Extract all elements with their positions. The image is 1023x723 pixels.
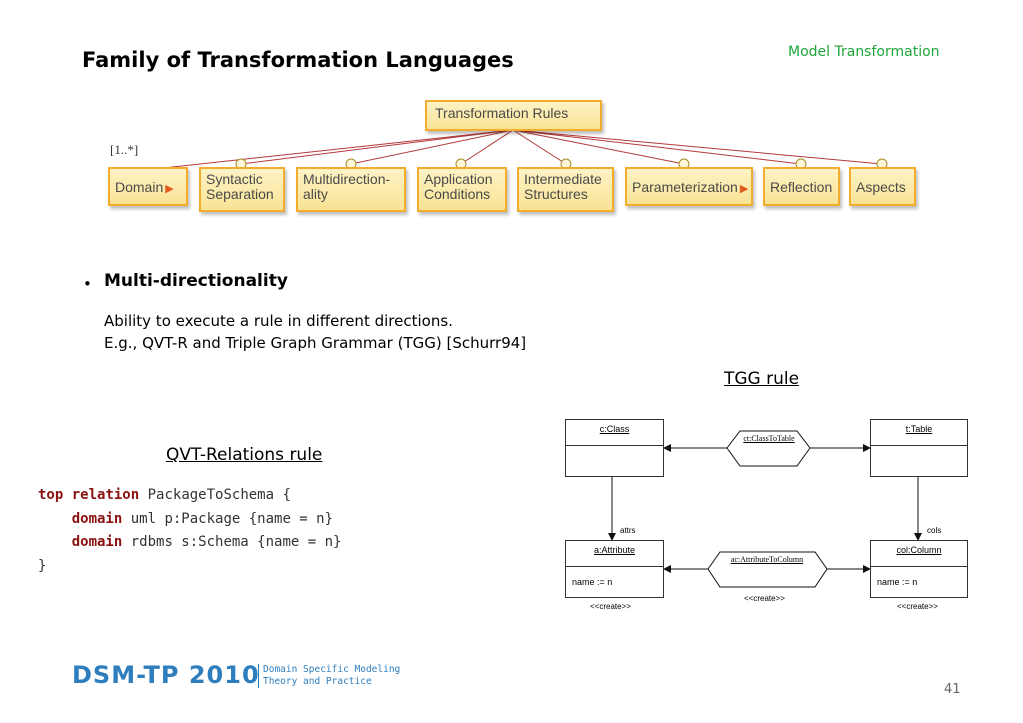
node-title: c:Class bbox=[566, 420, 663, 446]
expand-arrow-icon: ▶ bbox=[739, 183, 749, 195]
feature-aspects: Aspects bbox=[849, 167, 916, 206]
connector-reflection bbox=[512, 129, 802, 165]
feature-root: Transformation Rules bbox=[425, 100, 602, 131]
feature-label: Syntactic bbox=[206, 171, 263, 187]
node-title: col:Column bbox=[871, 541, 967, 567]
corr-node-top bbox=[726, 430, 811, 467]
logo-subtitle-line: Domain Specific Modeling bbox=[263, 664, 401, 675]
feature-label: Parameterization bbox=[632, 179, 738, 195]
code-text: uml p:Package {name = n} bbox=[122, 510, 334, 527]
bullet-title: Multi-directionality bbox=[104, 271, 288, 291]
create-stereotype: <<create>> bbox=[897, 602, 938, 611]
corr-bottom-label: ac:AttributeToColumn bbox=[730, 555, 804, 564]
feature-label: Intermediate bbox=[524, 171, 602, 187]
node-body: name := n bbox=[572, 577, 613, 587]
node-title: a:Attribute bbox=[566, 541, 663, 567]
qvt-code-block: top relation PackageToSchema { domain um… bbox=[38, 484, 341, 578]
code-text: } bbox=[38, 557, 47, 574]
connector-syntactic bbox=[240, 129, 514, 165]
corr-top-label: ct:ClassToTable bbox=[743, 434, 795, 443]
feature-parameterization: Parameterization▶ bbox=[625, 167, 753, 206]
bullet-dot: • bbox=[83, 275, 92, 293]
feature-syntactic-separation: Syntactic Separation bbox=[199, 167, 285, 212]
connector-application bbox=[460, 129, 514, 165]
footer-logo: DSM-TP 2010 bbox=[72, 661, 260, 689]
feature-reflection: Reflection bbox=[763, 167, 840, 206]
bullet-body-line: Ability to execute a rule in different d… bbox=[104, 312, 453, 330]
logo-subtitle-line: Theory and Practice bbox=[263, 676, 372, 687]
code-text: PackageToSchema { bbox=[139, 487, 291, 503]
feature-application-conditions: Application Conditions bbox=[417, 167, 507, 212]
feature-label: Conditions bbox=[424, 186, 491, 202]
feature-intermediate-structures: Intermediate Structures bbox=[517, 167, 614, 212]
logo-subtitle: Domain Specific Modeling Theory and Prac… bbox=[258, 664, 400, 688]
edge-label-cols: cols bbox=[927, 526, 942, 535]
feature-multidirectionality: Multidirection- ality bbox=[296, 167, 406, 212]
feature-domain: Domain▶ bbox=[108, 167, 188, 206]
feature-label: Multidirection- bbox=[303, 171, 391, 187]
feature-label: Domain bbox=[115, 179, 164, 195]
feature-root-label: Transformation Rules bbox=[435, 105, 569, 121]
page-number: 41 bbox=[944, 682, 961, 697]
feature-diagram-connectors bbox=[144, 129, 888, 171]
feature-label: Application bbox=[424, 171, 493, 187]
feature-label: Reflection bbox=[770, 179, 833, 195]
connector-parameterization bbox=[512, 129, 685, 165]
create-stereotype: <<create>> bbox=[590, 602, 631, 611]
feature-label: Structures bbox=[524, 186, 588, 202]
create-stereotype: <<create>> bbox=[744, 594, 785, 603]
keyword: top bbox=[38, 487, 64, 503]
tgg-node-class: c:Class bbox=[565, 419, 664, 477]
bullet-body-line: E.g., QVT-R and Triple Graph Grammar (TG… bbox=[104, 334, 527, 352]
tgg-node-attribute: a:Attribute name := n bbox=[565, 540, 664, 598]
slide-title: Family of Transformation Languages bbox=[82, 48, 514, 72]
tgg-node-column: col:Column name := n bbox=[870, 540, 968, 598]
header-tag: Model Transformation bbox=[788, 44, 940, 60]
connector-multidirection bbox=[350, 129, 514, 165]
keyword: domain bbox=[71, 510, 123, 527]
connector-intermediate bbox=[512, 129, 567, 165]
logo-text: DSM-TP 2010 bbox=[72, 661, 260, 689]
edge-label-attrs: attrs bbox=[620, 526, 636, 535]
node-title: t:Table bbox=[871, 420, 967, 446]
code-text: rdbms s:Schema {name = n} bbox=[122, 534, 342, 550]
feature-label: Separation bbox=[206, 186, 274, 202]
feature-label: ality bbox=[303, 186, 328, 202]
feature-label: Aspects bbox=[856, 179, 906, 195]
expand-arrow-icon: ▶ bbox=[165, 183, 174, 195]
node-body: name := n bbox=[877, 577, 918, 587]
connector-aspects bbox=[512, 129, 883, 165]
multiplicity-label: [1..*] bbox=[110, 142, 139, 157]
keyword: relation bbox=[71, 487, 140, 503]
corr-node-bottom bbox=[707, 551, 828, 588]
connector-domain bbox=[144, 129, 514, 171]
tgg-node-table: t:Table bbox=[870, 419, 968, 477]
keyword: domain bbox=[71, 534, 123, 550]
tgg-heading: TGG rule bbox=[724, 369, 800, 389]
qvt-heading: QVT-Relations rule bbox=[166, 445, 323, 465]
